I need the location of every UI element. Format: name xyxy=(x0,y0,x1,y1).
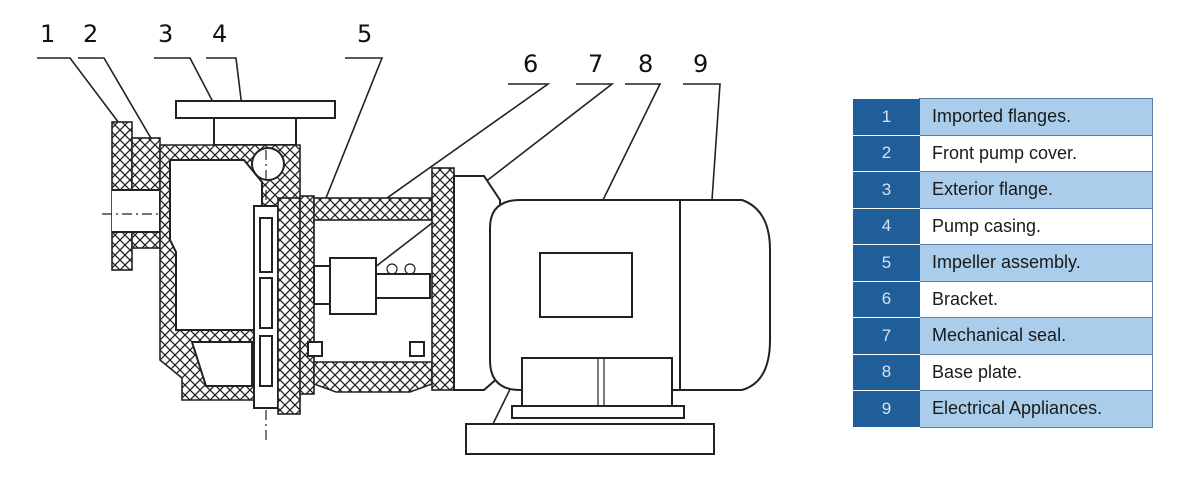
imported-flange xyxy=(102,121,186,271)
pump-cross-section-diagram: 1 2 3 4 5 6 7 8 9 xyxy=(37,20,771,455)
base-plate xyxy=(465,423,715,455)
motor-adapter xyxy=(431,167,501,391)
legend-row: 8 Base plate. xyxy=(853,353,1153,391)
legend-row-description: Imported flanges. xyxy=(919,98,1153,136)
legend-row-description: Base plate. xyxy=(919,353,1153,391)
mechanical-seal xyxy=(313,257,431,315)
legend-row-number: 6 xyxy=(853,280,920,318)
legend-row: 2 Front pump cover. xyxy=(853,134,1153,172)
legend-row-description: Exterior flange. xyxy=(919,171,1153,209)
parts-legend-table: 1 Imported flanges. 2 Front pump cover. … xyxy=(853,98,1153,428)
callout-number-9: 9 xyxy=(693,50,708,78)
callout-number-5: 5 xyxy=(357,20,372,48)
electrical-motor xyxy=(489,199,771,419)
callout-number-8: 8 xyxy=(638,50,653,78)
legend-row-description: Pump casing. xyxy=(919,207,1153,245)
legend-row-number: 9 xyxy=(853,390,920,428)
impeller-assembly xyxy=(253,195,315,415)
leader-line-5 xyxy=(321,57,384,209)
legend-row-number: 2 xyxy=(853,134,920,172)
leader-line-6 xyxy=(369,83,551,211)
legend-row-description: Bracket. xyxy=(919,280,1153,318)
callout-number-7: 7 xyxy=(588,50,603,78)
legend-row: 1 Imported flanges. xyxy=(853,98,1153,136)
legend-row: 5 Impeller assembly. xyxy=(853,244,1153,282)
leader-line-3 xyxy=(154,57,214,103)
callout-number-3: 3 xyxy=(158,20,173,48)
legend-row: 6 Bracket. xyxy=(853,280,1153,318)
legend-row-number: 1 xyxy=(853,98,920,136)
legend-row: 9 Electrical Appliances. xyxy=(853,390,1153,428)
leader-line-9 xyxy=(683,83,721,201)
legend-row: 3 Exterior flange. xyxy=(853,171,1153,209)
legend-row: 7 Mechanical seal. xyxy=(853,317,1153,355)
leader-line-1 xyxy=(37,57,129,136)
legend-row-number: 4 xyxy=(853,207,920,245)
legend-row-description: Mechanical seal. xyxy=(919,317,1153,355)
leader-line-2 xyxy=(78,57,153,141)
legend-row-number: 5 xyxy=(853,244,920,282)
exterior-flange xyxy=(175,100,336,146)
callout-number-1: 1 xyxy=(40,20,55,48)
legend-row-number: 8 xyxy=(853,353,920,391)
callout-number-2: 2 xyxy=(83,20,98,48)
legend-row-number: 7 xyxy=(853,317,920,355)
bracket xyxy=(307,197,433,393)
legend-row: 4 Pump casing. xyxy=(853,207,1153,245)
legend-row-description: Impeller assembly. xyxy=(919,244,1153,282)
legend-row-number: 3 xyxy=(853,171,920,209)
callout-number-4: 4 xyxy=(212,20,227,48)
legend-row-description: Electrical Appliances. xyxy=(919,390,1153,428)
callout-number-6: 6 xyxy=(523,50,538,78)
legend-row-description: Front pump cover. xyxy=(919,134,1153,172)
